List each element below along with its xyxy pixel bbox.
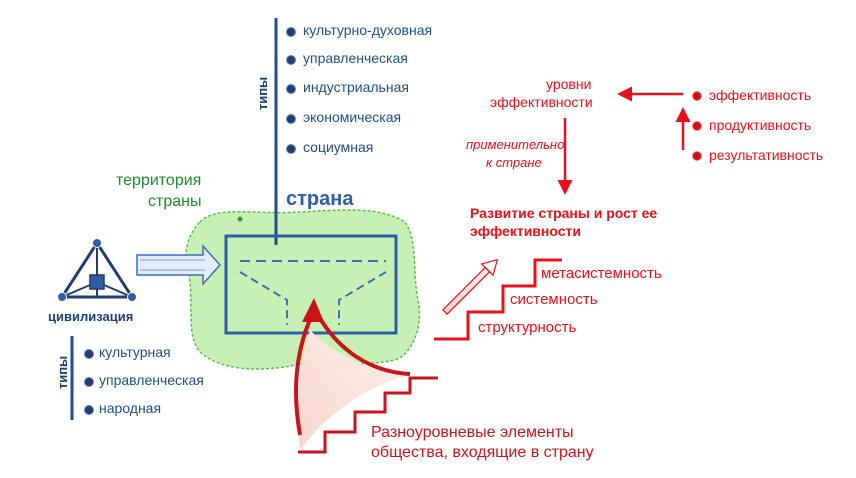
stair-label-1: системность bbox=[510, 291, 598, 308]
country-type-2: индустриальная bbox=[303, 79, 409, 95]
civilization-label: цивилизация bbox=[48, 309, 134, 324]
bullet-dot-red bbox=[692, 151, 702, 161]
stair-label-2: структурность bbox=[478, 319, 577, 336]
efficiency-item-0: эффективность bbox=[709, 87, 812, 103]
civilization-type-0: культурная bbox=[99, 344, 171, 360]
territory-label-line1: территория bbox=[116, 172, 202, 189]
elements-label-line2: общества, входящие в страну bbox=[371, 444, 594, 461]
efficiency-levels-line2: эффективности bbox=[490, 94, 593, 110]
bullet-dot bbox=[286, 27, 296, 37]
civilization-type-1: управленческая bbox=[99, 372, 204, 388]
civilization-type-2: народная bbox=[99, 400, 162, 416]
upper-stairs bbox=[434, 258, 562, 341]
country-type-1: управленческая bbox=[303, 50, 408, 66]
stair-label-0: метасистемность bbox=[541, 265, 662, 282]
bullet-dot bbox=[84, 349, 94, 359]
bullet-dot bbox=[286, 84, 296, 94]
country-type-4: социумная bbox=[303, 139, 374, 155]
civilization-icon bbox=[57, 238, 137, 302]
country-label: страна bbox=[286, 188, 354, 210]
development-label-line1: Развитие страны и рост ее bbox=[470, 205, 658, 221]
lower-stairs bbox=[298, 376, 438, 454]
country-types-label: типы bbox=[255, 76, 271, 111]
efficiency-item-1: продуктивность bbox=[709, 117, 812, 133]
applied-label-line1: применительно bbox=[466, 137, 565, 152]
applied-label-line2: к стране bbox=[486, 155, 542, 170]
bullet-dot bbox=[286, 55, 296, 65]
elements-label-line1: Разноуровневые элементы bbox=[371, 424, 574, 441]
efficiency-item-2: результативность bbox=[709, 147, 824, 163]
bullet-dot bbox=[84, 405, 94, 415]
territory-blob bbox=[185, 209, 421, 370]
bullet-dot bbox=[84, 377, 94, 387]
elements-fan bbox=[298, 330, 410, 450]
country-type-0: культурно-духовная bbox=[303, 22, 433, 38]
civilization-arrow bbox=[136, 244, 222, 286]
country-type-3: экономическая bbox=[303, 109, 402, 125]
efficiency-levels-line1: уровни bbox=[546, 76, 592, 92]
bullet-dot-red bbox=[692, 121, 702, 131]
bullet-dot bbox=[286, 144, 296, 154]
bullet-dot-red bbox=[692, 91, 702, 101]
bullet-dot bbox=[286, 114, 296, 124]
civilization-types-label: типы bbox=[55, 355, 71, 390]
growth-arrow bbox=[442, 258, 499, 315]
development-label-line2: эффективности bbox=[470, 223, 581, 239]
territory-label-line2: страны bbox=[148, 193, 202, 210]
